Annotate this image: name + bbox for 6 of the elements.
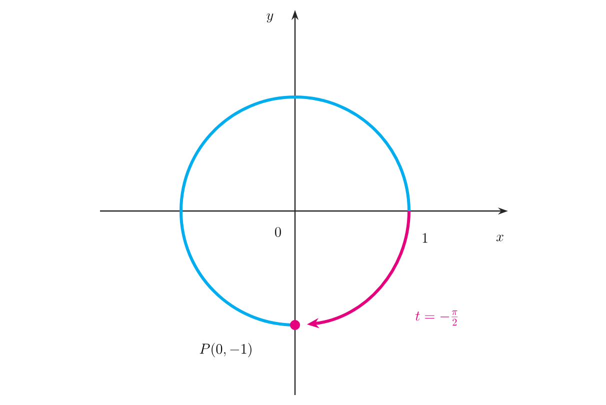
axis-label: $x$: [496, 234, 504, 242]
axis-label: $y$: [266, 13, 274, 23]
axis-label: $P(0, -1)$: [200, 342, 252, 358]
axis-label: $1$: [422, 233, 428, 243]
axis-label: $0$: [275, 227, 281, 237]
axis-label: $t = -\frac{\pi}{2}$: [415, 310, 458, 326]
